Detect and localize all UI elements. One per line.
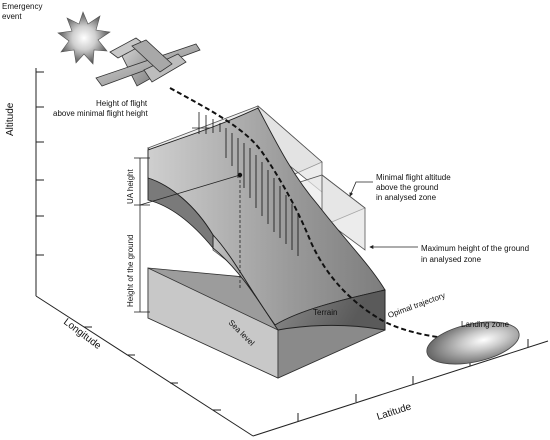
altitude-label: Altitude bbox=[5, 102, 16, 136]
latitude-axis bbox=[252, 340, 549, 437]
longitude-label: Longitude bbox=[61, 317, 103, 352]
dimension-lines bbox=[134, 157, 241, 313]
latitude-label: Latitude bbox=[376, 401, 414, 423]
max-ground-box-right bbox=[321, 174, 366, 251]
longitude-axis bbox=[35, 295, 254, 437]
min-altitude-label-line2: above the ground bbox=[376, 183, 438, 192]
height-of-flight-label-line1: Height of flight bbox=[96, 99, 148, 108]
uav-airplane-icon bbox=[95, 37, 201, 87]
terrain-side bbox=[147, 177, 214, 250]
terrain-cliff bbox=[212, 233, 386, 331]
landing-zone-label: Landing zone bbox=[461, 320, 510, 329]
min-altitude-label-line3: in analysed zone bbox=[376, 193, 437, 202]
leader-lines bbox=[192, 127, 418, 249]
altitude-ticks bbox=[36, 71, 44, 256]
longitude-ticks bbox=[84, 326, 221, 411]
axes bbox=[35, 68, 549, 437]
min-altitude-leader bbox=[349, 181, 373, 197]
height-of-ground-label: Height of the ground bbox=[126, 235, 135, 308]
max-ground-label-line1: Maximum height of the ground bbox=[421, 244, 529, 253]
height-of-flight-label-line2: above minimal flight height bbox=[53, 109, 148, 118]
min-altitude-label-line1: Minimal flight altitude bbox=[376, 173, 451, 182]
uav-tail-boom-right bbox=[131, 39, 173, 73]
flight-height-lines bbox=[198, 112, 299, 256]
emergency-starburst-icon bbox=[57, 11, 111, 65]
ua-position-dot bbox=[237, 172, 243, 178]
optimal-trajectory-label: Opimal trajectory bbox=[387, 291, 447, 320]
terrain-label: Terrain bbox=[313, 308, 337, 317]
emergency-label-line2: event bbox=[2, 12, 22, 21]
ua-height-label: UA height bbox=[126, 169, 135, 204]
ua-reference-line bbox=[139, 174, 241, 206]
landing-zone-ellipse bbox=[426, 321, 520, 365]
max-ground-label-line2: in analysed zone bbox=[421, 255, 482, 264]
optimal-trajectory-path bbox=[169, 87, 463, 341]
emergency-label-line1: Emergency bbox=[2, 2, 42, 11]
terrain-surface bbox=[147, 107, 386, 331]
